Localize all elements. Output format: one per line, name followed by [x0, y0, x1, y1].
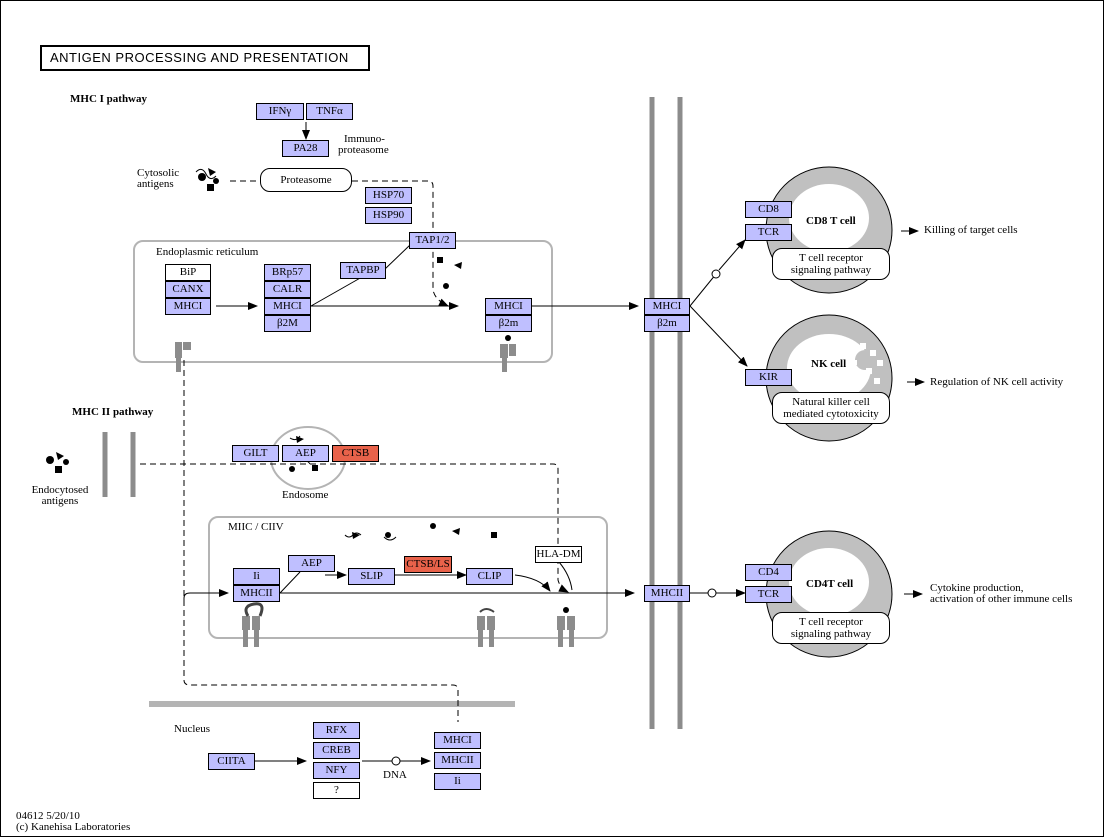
cytosolic-antigens-label-1: Cytosolic	[137, 167, 180, 179]
miic-glyphs	[344, 523, 497, 541]
gene-brp57[interactable]: BRp57	[264, 264, 311, 281]
gene-b2m-er[interactable]: β2M	[264, 315, 311, 332]
tcr-path-line-3: T cell receptor	[799, 616, 863, 628]
cytosolic-antigen-glyphs	[195, 168, 219, 191]
miic-label: MIIC / CIIV	[228, 521, 284, 533]
immunoproteasome-label-1: Immuno-	[344, 133, 385, 145]
cd4-t-cell-label: CD4T cell	[806, 578, 854, 590]
tcr-path-line-2: signaling pathway	[790, 264, 872, 276]
nk-cell-label: NK cell	[811, 358, 847, 370]
gene-ifng[interactable]: IFNγ	[256, 103, 304, 120]
gene-ctsb[interactable]: CTSB	[332, 445, 379, 462]
proteasome-node[interactable]: Proteasome	[260, 168, 352, 192]
gene-tapbp[interactable]: TAPBP	[340, 262, 386, 279]
cd8-t-cell-label: CD8 T cell	[806, 215, 856, 227]
gene-tcr-2[interactable]: TCR	[745, 586, 792, 603]
er-compartment	[133, 240, 553, 363]
gene-slip[interactable]: SLIP	[348, 568, 395, 585]
endocytosed-antigens-label-2: antigens	[41, 495, 79, 507]
endocytosed-antigen-glyphs	[46, 452, 69, 473]
gene-creb[interactable]: CREB	[313, 742, 360, 759]
tcr-signaling-pathway-link-2[interactable]: T cell receptor signaling pathway	[772, 612, 890, 644]
mhc1-er-glyph	[175, 342, 191, 372]
peptide-glyphs	[437, 257, 569, 613]
gene-mhci-er-2[interactable]: MHCI	[264, 298, 311, 315]
gene-kir[interactable]: KIR	[745, 369, 792, 386]
gene-mhcii-membrane[interactable]: MHCII	[644, 585, 690, 602]
gene-ii-nucleus[interactable]: Ii	[434, 773, 481, 790]
gene-gilt[interactable]: GILT	[232, 445, 279, 462]
endocytosed-antigens-label-1: Endocytosed	[31, 484, 89, 496]
page-title: ANTIGEN PROCESSING AND PRESENTATION	[40, 45, 370, 71]
gene-hsp70[interactable]: HSP70	[365, 187, 412, 204]
gene-cd4[interactable]: CD4	[745, 564, 792, 581]
nk-cytotoxicity-pathway-link[interactable]: Natural killer cell mediated cytotoxicit…	[772, 392, 890, 424]
gene-tcr-1[interactable]: TCR	[745, 224, 792, 241]
gene-ii[interactable]: Ii	[233, 568, 280, 585]
tcr-signaling-pathway-link-1[interactable]: T cell receptor signaling pathway	[772, 248, 890, 280]
nk-path-line-2: mediated cytotoxicity	[783, 408, 879, 420]
gene-mhcii-miic[interactable]: MHCII	[233, 585, 280, 602]
outcome-cytokine-label-1: Cytokine production,	[930, 582, 1024, 594]
miic-compartment	[208, 516, 608, 639]
gene-aep-endosome[interactable]: AEP	[282, 445, 329, 462]
gene-nfy[interactable]: NFY	[313, 762, 360, 779]
mhc1-pathway-label: MHC I pathway	[70, 93, 148, 105]
gene-calr[interactable]: CALR	[264, 281, 311, 298]
gene-bip[interactable]: BiP	[165, 264, 211, 281]
mhc2-ii-glyph	[242, 602, 264, 647]
mhc2-peptide-glyph	[557, 616, 575, 647]
gene-hla-dm[interactable]: HLA-DM	[535, 546, 582, 563]
gene-tnfa[interactable]: TNFα	[306, 103, 353, 120]
nucleus-label: Nucleus	[174, 723, 211, 735]
gene-b2m-membrane[interactable]: β2m	[644, 315, 690, 332]
tcr-path-line-1: T cell receptor	[799, 252, 863, 264]
gene-unknown[interactable]: ?	[313, 782, 360, 799]
outcome-nk-label: Regulation of NK cell activity	[930, 376, 1064, 388]
footer-copyright: (c) Kanehisa Laboratories	[16, 821, 131, 833]
mhc2-pathway-label: MHC II pathway	[72, 406, 154, 418]
gene-pa28[interactable]: PA28	[282, 140, 329, 157]
gene-aep-miic[interactable]: AEP	[288, 555, 335, 572]
gene-mhci-membrane[interactable]: MHCI	[644, 298, 690, 315]
gene-tap1-2[interactable]: TAP1/2	[409, 232, 456, 249]
gene-mhci-er-3[interactable]: MHCI	[485, 298, 532, 315]
endosome-label: Endosome	[282, 489, 329, 501]
outcome-cytokine-label-2: activation of other immune cells	[930, 593, 1073, 605]
immunoproteasome-label-2: proteasome	[338, 144, 389, 156]
dna-label: DNA	[383, 769, 407, 781]
cytosolic-antigens-label-2: antigens	[137, 178, 174, 190]
gene-cd8[interactable]: CD8	[745, 201, 792, 218]
gene-ctsb-ls[interactable]: CTSB/LS	[404, 556, 452, 573]
gene-clip[interactable]: CLIP	[466, 568, 513, 585]
nk-path-line-1: Natural killer cell	[792, 396, 870, 408]
tcr-path-line-4: signaling pathway	[790, 628, 872, 640]
gene-ciita[interactable]: CIITA	[208, 753, 255, 770]
gene-rfx[interactable]: RFX	[313, 722, 360, 739]
mhc2-clip-glyph	[477, 608, 495, 647]
gene-canx[interactable]: CANX	[165, 281, 211, 298]
gene-hsp90[interactable]: HSP90	[365, 207, 412, 224]
gene-mhci-er-1[interactable]: MHCI	[165, 298, 211, 315]
gene-mhci-nucleus[interactable]: MHCI	[434, 732, 481, 749]
er-label: Endoplasmic reticulum	[156, 246, 259, 258]
footer-id: 04612 5/20/10	[16, 810, 80, 822]
mhc1-loaded-glyph	[500, 344, 516, 372]
gene-mhcii-nucleus[interactable]: MHCII	[434, 752, 481, 769]
outcome-killing-label: Killing of target cells	[924, 224, 1018, 236]
gene-b2m-er-3[interactable]: β2m	[485, 315, 532, 332]
